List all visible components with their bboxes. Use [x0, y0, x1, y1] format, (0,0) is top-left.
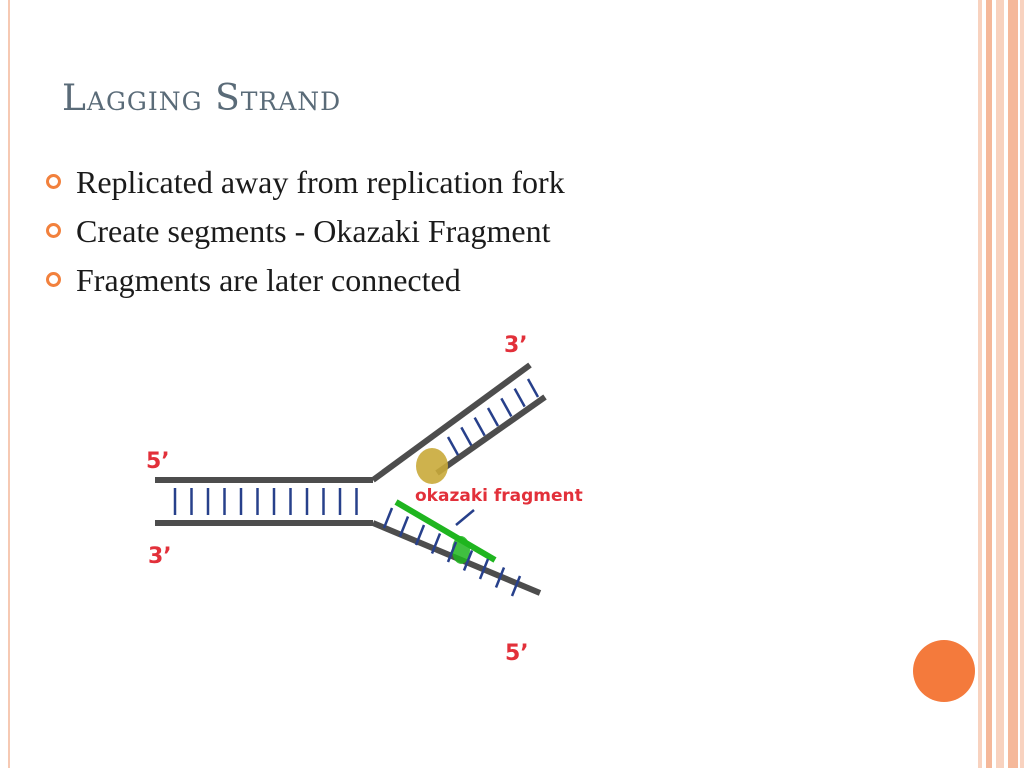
right-stripe — [1008, 0, 1018, 768]
base-pair-rung — [382, 507, 394, 529]
lower-arm-rungs — [382, 507, 522, 597]
bullet-circle-icon — [46, 174, 61, 189]
right-stripe — [1020, 0, 1024, 768]
base-pair-rung — [460, 426, 473, 446]
base-pair-rung — [430, 533, 442, 554]
okazaki-pointer-line — [455, 509, 475, 526]
okazaki-fragment-label: okazaki fragment — [415, 486, 583, 506]
base-pair-rung — [526, 378, 540, 398]
base-pair-rung — [486, 407, 500, 427]
bullet-item: Create segments - Okazaki Fragment — [44, 209, 565, 258]
bullet-text: Create segments - Okazaki Fragment — [76, 213, 551, 249]
label-3-prime-left: 3’ — [148, 544, 172, 569]
base-pair-rung — [510, 575, 522, 597]
bullet-text: Fragments are later connected — [76, 262, 461, 298]
bullet-circle-icon — [46, 223, 61, 238]
upper-arm-outer-strand — [371, 362, 532, 483]
bullet-circle-icon — [46, 272, 61, 287]
base-pair-rung — [398, 516, 410, 537]
okazaki-fragment-line — [394, 499, 497, 563]
base-pair-rung — [500, 397, 513, 417]
base-pair-rung — [494, 567, 506, 588]
base-pair-rung — [446, 541, 458, 563]
right-stripe — [986, 0, 992, 768]
base-pair-rungs — [173, 488, 358, 515]
base-pair-rung — [473, 417, 486, 437]
base-pair-rung — [414, 524, 426, 546]
base-pair-rung — [478, 558, 490, 580]
right-stripe — [978, 0, 982, 768]
base-pair-rung — [446, 436, 460, 456]
primase-blob — [416, 448, 448, 484]
upper-arm-rungs — [446, 378, 540, 456]
decorative-orange-circle — [913, 640, 975, 702]
bullet-list: Replicated away from replication fork Cr… — [44, 160, 565, 307]
base-pair-rung — [513, 388, 526, 408]
base-pair-rung — [462, 550, 474, 571]
label-5-prime-left: 5’ — [146, 449, 170, 474]
bullet-text: Replicated away from replication fork — [76, 164, 565, 200]
left-border-line — [8, 0, 10, 768]
upper-arm-inner-strand — [435, 394, 547, 476]
right-stripe — [996, 0, 1004, 768]
bullet-item: Replicated away from replication fork — [44, 160, 565, 209]
replication-fork-diagram: 3’ 5’ 3’ 5’ okazaki fragment — [146, 333, 583, 666]
slide-title: Lagging Strand — [62, 78, 342, 119]
label-5-prime-bottom-right: 5’ — [505, 641, 529, 666]
bullet-item: Fragments are later connected — [44, 258, 565, 307]
label-3-prime-top-right: 3’ — [504, 333, 528, 358]
